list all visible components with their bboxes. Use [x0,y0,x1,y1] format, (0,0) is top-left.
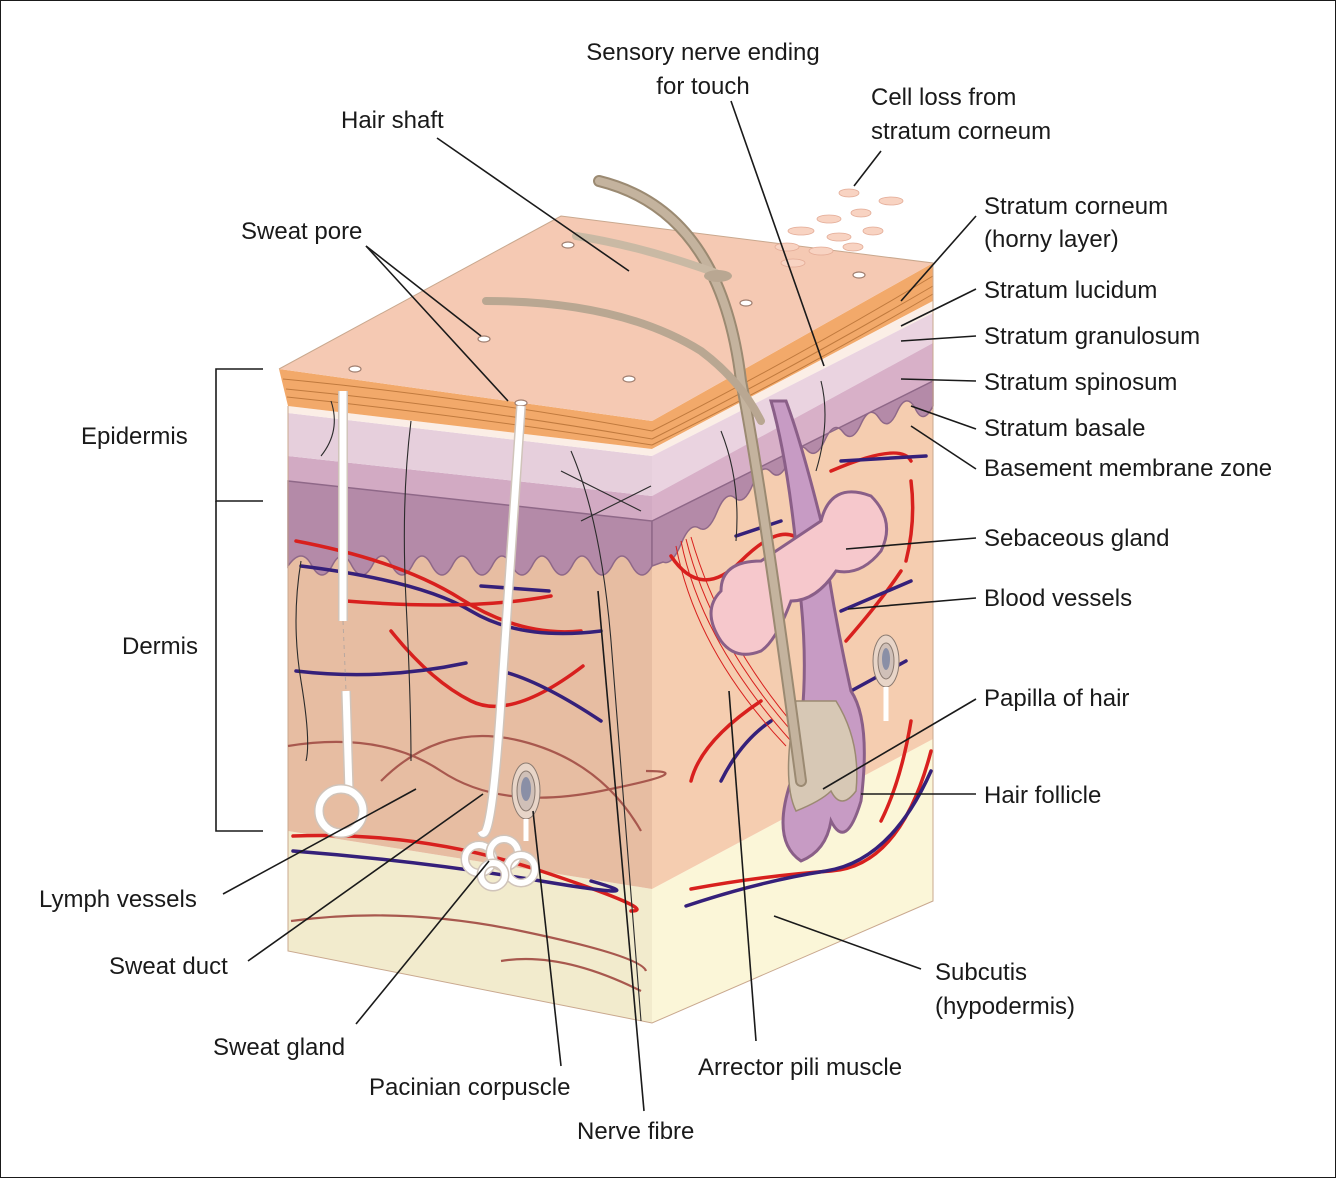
stratum-granulosum-side [652,313,933,496]
label-pacinian-corpuscle: Pacinian corpuscle [369,1074,570,1101]
label-lymph-vessels: Lymph vessels [39,886,197,913]
stratum-lucidum-side [652,301,933,456]
label-stratum-basale: Stratum basale [984,415,1145,442]
subcutis-side [652,739,933,1023]
dermis-bracket [215,501,263,832]
label-sensory-nerve-1: Sensory nerve ending [586,39,819,66]
label-papilla-of-hair: Papilla of hair [984,685,1129,712]
label-epidermis: Epidermis [81,423,188,450]
label-sweat-gland: Sweat gland [213,1034,345,1061]
block-outline [278,215,934,1024]
label-cell-loss-1: Cell loss from [871,84,1016,111]
label-stratum-lucidum: Stratum lucidum [984,277,1157,304]
label-stratum-spinosum: Stratum spinosum [984,369,1177,396]
label-subcutis-1: Subcutis [935,959,1027,986]
label-sweat-duct: Sweat duct [109,953,228,980]
skin-surface-top [279,216,933,421]
label-nerve-fibre: Nerve fibre [577,1118,694,1145]
label-basement-membrane: Basement membrane zone [984,455,1272,482]
label-dermis: Dermis [122,633,198,660]
nerve-fibres [295,380,826,1022]
layer-brackets [215,368,263,832]
sweat-pores [348,241,866,407]
stratum-basale-front [287,480,653,576]
label-stratum-corneum-2: (horny layer) [984,226,1119,253]
label-hair-follicle: Hair follicle [984,782,1101,809]
label-sebaceous-gland: Sebaceous gland [984,525,1169,552]
hair-shafts [482,175,807,787]
label-sweat-pore: Sweat pore [241,218,362,245]
leader-lines [222,100,977,1112]
label-stratum-corneum-1: Stratum corneum [984,193,1168,220]
sweat-ducts [314,391,540,892]
epidermis-bracket [215,368,263,502]
stratum-granulosum-front [288,413,652,496]
label-arrector-pili: Arrector pili muscle [698,1054,902,1081]
label-hair-shaft: Hair shaft [341,107,444,134]
label-stratum-granulosum: Stratum granulosum [984,323,1200,350]
pacinian-corpuscles [511,634,900,841]
labels: Sensory nerve ending for touch Hair shaf… [39,39,1272,1145]
corneum-striations [282,275,934,446]
lymph-vessels [287,734,667,992]
stratum-lucidum-front [288,406,652,456]
label-blood-vessels: Blood vessels [984,585,1132,612]
label-sensory-nerve-2: for touch [656,73,749,100]
label-subcutis-2: (hypodermis) [935,993,1075,1020]
label-cell-loss-2: stratum corneum [871,118,1051,145]
